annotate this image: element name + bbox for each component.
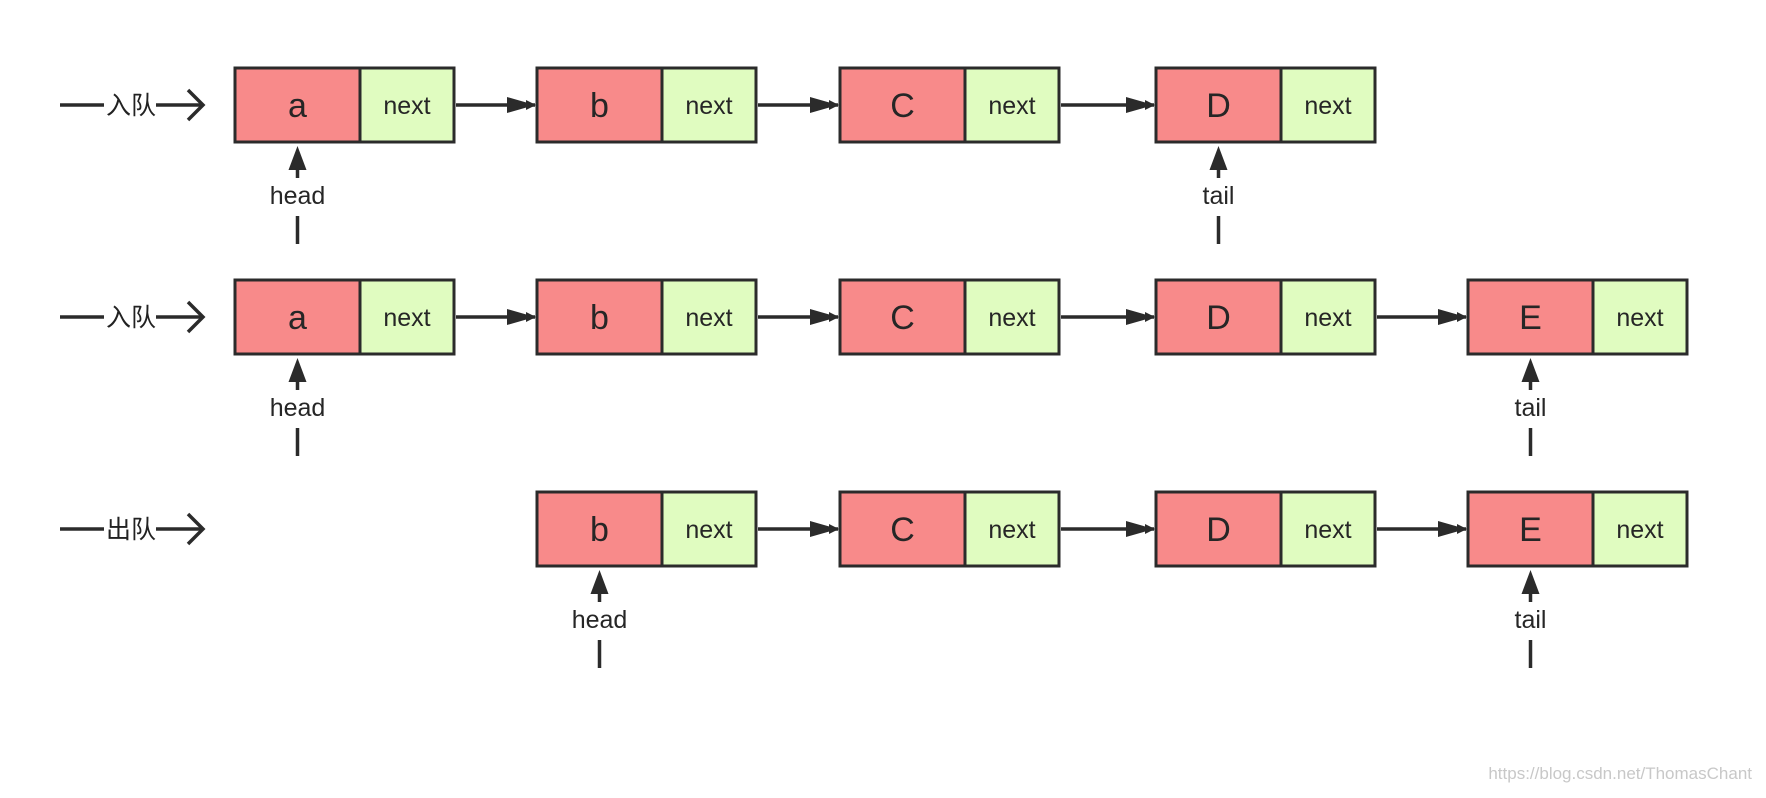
tail-pointer-label: tail — [1203, 182, 1235, 210]
node-next-cell — [1279, 66, 1377, 144]
node-next-cell — [963, 278, 1061, 356]
arrow-head-icon — [1438, 309, 1466, 325]
node-value: a — [288, 87, 307, 125]
node-next-cell — [1279, 490, 1377, 568]
pointer-arrow-icon — [1521, 570, 1540, 594]
pointer-arrow-icon — [1209, 146, 1228, 170]
pointer-arrow-icon — [288, 358, 307, 382]
node-next-label: next — [685, 304, 732, 332]
node-next-cell — [660, 66, 758, 144]
node-next-label: next — [988, 92, 1035, 120]
node-next-label: next — [685, 516, 732, 544]
pointer-arrow-icon — [288, 146, 307, 170]
open-arrow-icon — [186, 300, 206, 334]
node-value-cell — [838, 490, 967, 568]
node-next-label: next — [1616, 304, 1663, 332]
arrow-head-icon — [507, 309, 535, 325]
arrow-head-icon — [810, 97, 838, 113]
node-value-cell — [233, 66, 362, 144]
head-pointer-label: head — [270, 182, 326, 210]
node-value-cell — [535, 490, 664, 568]
operation-label: 入队 — [106, 92, 156, 120]
node-value-cell — [1466, 490, 1595, 568]
node-value: C — [890, 511, 915, 549]
pointer-arrow-icon — [590, 570, 609, 594]
node-value: E — [1519, 299, 1542, 337]
open-arrow-icon — [186, 88, 206, 122]
node-next-label: next — [685, 92, 732, 120]
node-next-label: next — [383, 304, 430, 332]
arrow-head-icon — [810, 521, 838, 537]
node-next-label: next — [1304, 92, 1351, 120]
node-next-cell — [358, 66, 456, 144]
node-next-cell — [963, 66, 1061, 144]
node-value: D — [1206, 299, 1231, 337]
node-next-label: next — [1616, 516, 1663, 544]
open-arrow-icon — [186, 512, 206, 546]
operation-label: 入队 — [106, 304, 156, 332]
node-value: b — [590, 87, 609, 125]
node-next-label: next — [988, 516, 1035, 544]
node-next-label: next — [988, 304, 1035, 332]
node-next-cell — [1591, 490, 1689, 568]
tail-pointer-label: tail — [1515, 606, 1547, 634]
node-next-cell — [963, 490, 1061, 568]
pointer-arrow-icon — [1521, 358, 1540, 382]
node-value: D — [1206, 87, 1231, 125]
node-next-cell — [1279, 278, 1377, 356]
node-next-label: next — [1304, 516, 1351, 544]
operation-label: 出队 — [106, 516, 156, 544]
arrow-head-icon — [1126, 97, 1154, 113]
arrow-head-icon — [507, 97, 535, 113]
head-pointer-label: head — [572, 606, 628, 634]
node-value-cell — [1154, 490, 1283, 568]
node-value-cell — [535, 66, 664, 144]
node-value: b — [590, 299, 609, 337]
head-pointer-label: head — [270, 394, 326, 422]
watermark: https://blog.csdn.net/ThomasChant — [1488, 764, 1752, 783]
arrow-head-icon — [810, 309, 838, 325]
node-value: C — [890, 299, 915, 337]
node-value: D — [1206, 511, 1231, 549]
arrow-head-icon — [1438, 521, 1466, 537]
node-value-cell — [1154, 66, 1283, 144]
node-value: E — [1519, 511, 1542, 549]
node-value: C — [890, 87, 915, 125]
node-value-cell — [535, 278, 664, 356]
node-value: a — [288, 299, 307, 337]
node-value-cell — [233, 278, 362, 356]
node-value-cell — [838, 278, 967, 356]
node-next-cell — [660, 278, 758, 356]
arrow-head-icon — [1126, 521, 1154, 537]
node-value: b — [590, 511, 609, 549]
node-next-label: next — [1304, 304, 1351, 332]
node-next-cell — [1591, 278, 1689, 356]
node-next-cell — [358, 278, 456, 356]
arrow-head-icon — [1126, 309, 1154, 325]
node-next-cell — [660, 490, 758, 568]
node-next-label: next — [383, 92, 430, 120]
tail-pointer-label: tail — [1515, 394, 1547, 422]
